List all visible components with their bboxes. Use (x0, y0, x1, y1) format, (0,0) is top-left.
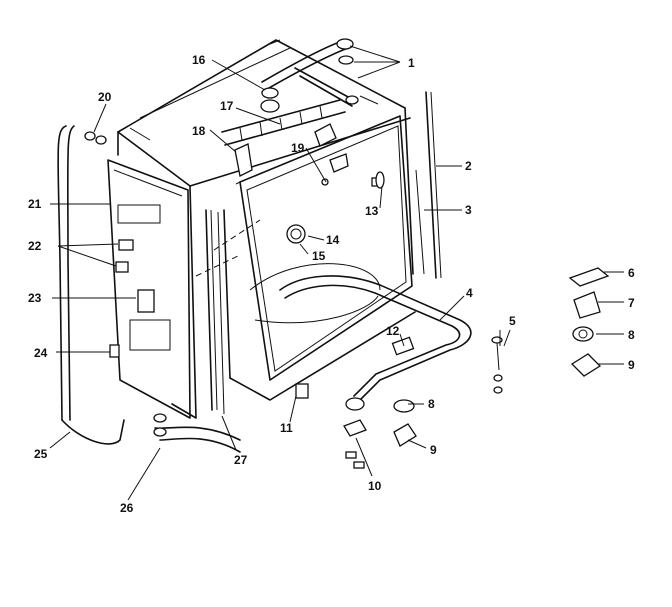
callout-22: 22 (28, 239, 42, 253)
callout-19: 19 (291, 141, 305, 155)
callout-5: 5 (509, 314, 516, 328)
callout-9-center: 9 (430, 443, 437, 457)
callout-8-right: 8 (628, 328, 635, 342)
callout-27: 27 (234, 453, 248, 467)
callout-8-center: 8 (428, 397, 435, 411)
callout-23: 23 (28, 291, 42, 305)
upper-spray-tube (221, 38, 359, 146)
callout-20: 20 (98, 90, 112, 104)
side-panel-assembly (57, 125, 191, 445)
callout-4: 4 (466, 286, 473, 300)
callout-16: 16 (192, 53, 206, 67)
callout-2: 2 (465, 159, 472, 173)
drain-hose (153, 413, 241, 453)
callout-15: 15 (312, 249, 326, 263)
loose-parts-right (568, 267, 610, 377)
callout-11: 11 (280, 421, 293, 435)
heating-element (279, 275, 472, 411)
callout-26: 26 (120, 501, 134, 515)
tub-assembly (117, 39, 442, 419)
callout-7: 7 (628, 296, 635, 310)
callout-10: 10 (368, 479, 382, 493)
callout-14: 14 (326, 233, 340, 247)
callout-17: 17 (220, 99, 234, 113)
callout-13: 13 (365, 204, 379, 218)
callout-18: 18 (192, 124, 206, 138)
callouts: 1 2 3 4 5 6 7 8 9 8 9 10 11 12 13 14 15 … (28, 53, 635, 515)
callout-3: 3 (465, 203, 472, 217)
small-parts (234, 123, 503, 469)
callout-1: 1 (408, 56, 415, 70)
callout-24: 24 (34, 346, 48, 360)
callout-9-right: 9 (628, 358, 635, 372)
callout-12: 12 (386, 324, 400, 338)
callout-21: 21 (28, 197, 42, 211)
callout-6-right: 6 (628, 266, 635, 280)
callout-25: 25 (34, 447, 48, 461)
leader-lines (49, 45, 624, 501)
